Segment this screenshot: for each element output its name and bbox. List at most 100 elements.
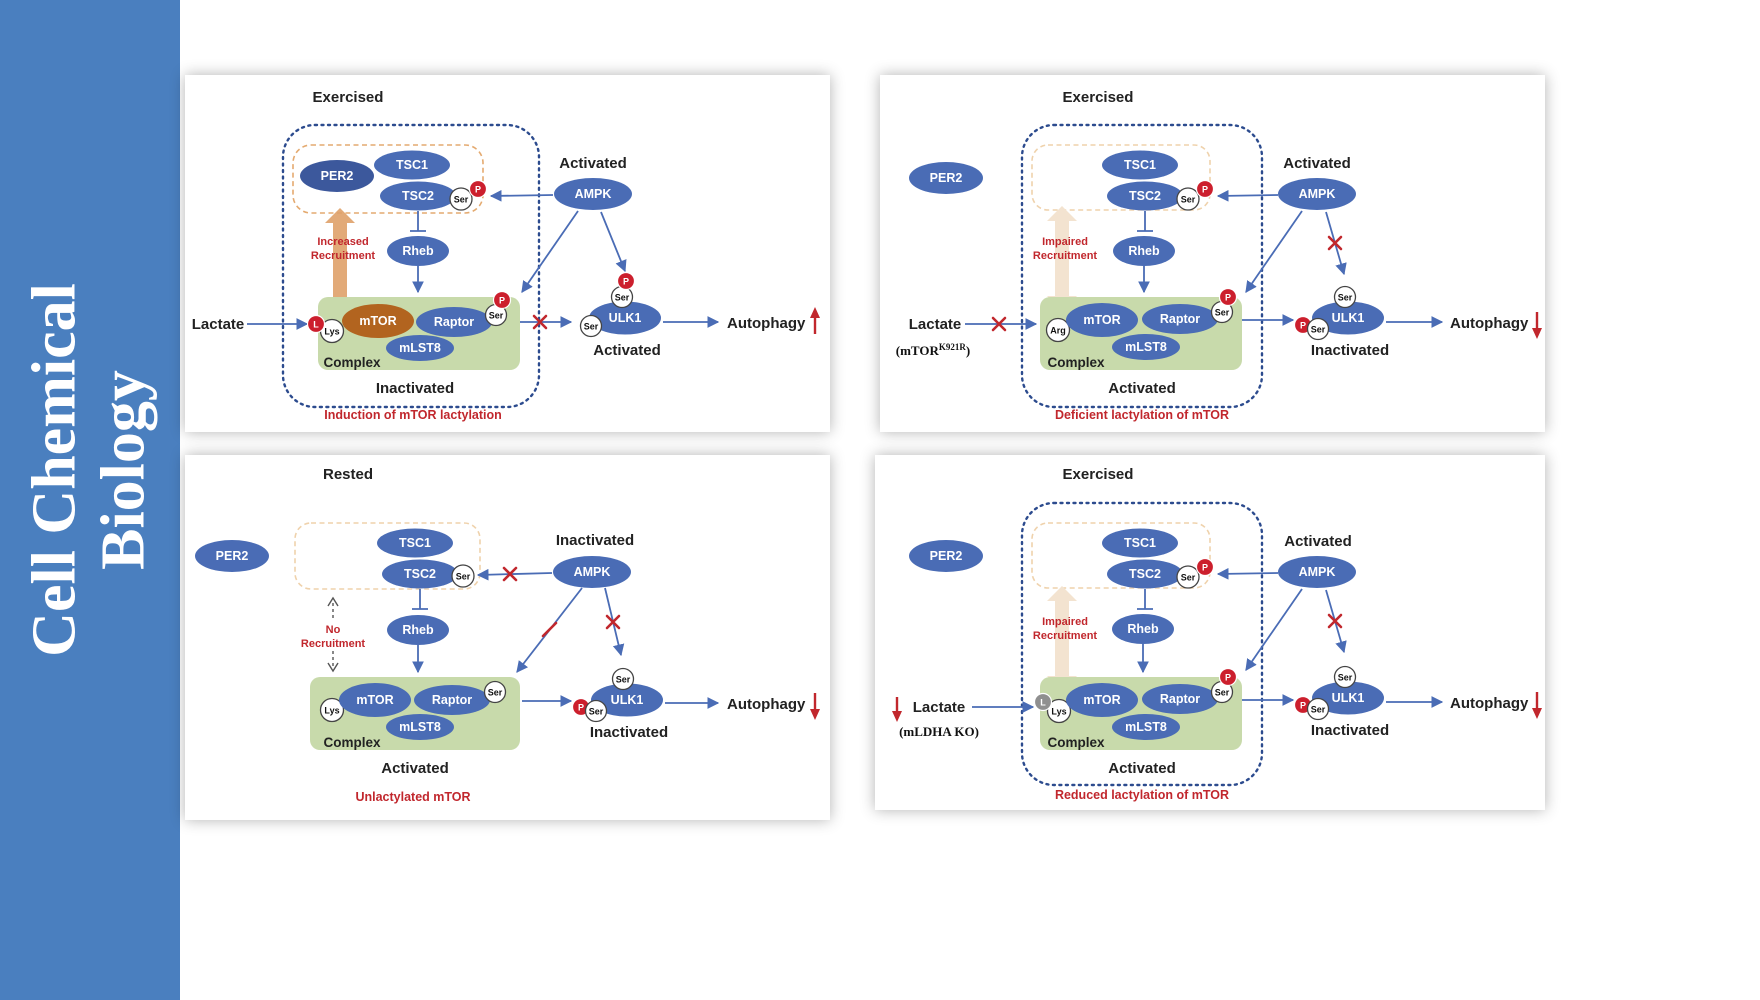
recruitment-text-1: Impaired (1042, 616, 1088, 628)
rheb-node: Rheb (1112, 614, 1174, 644)
ulk1-ser-left-label: Ser (584, 322, 599, 332)
tsc2-label: TSC2 (1129, 189, 1161, 203)
lys-label: Lys (1051, 707, 1066, 717)
mtorc1-complex: Lys L mTOR Raptor Ser P mLST8 Complex (1033, 667, 1242, 750)
complex-label: Complex (1047, 355, 1105, 370)
panel-caption: Deficient lactylation of mTOR (1055, 408, 1229, 422)
tsc1-label: TSC1 (399, 536, 431, 550)
ulk1-phospho-label: P (1300, 701, 1306, 711)
arg-label: Arg (1050, 326, 1066, 336)
lys-label: Lys (324, 706, 339, 716)
panel-induction-of-mtor-lactylation: Exercised PER2 TSC1 TSC2 Ser P Activated… (185, 75, 830, 432)
condition-label: Exercised (1063, 89, 1134, 106)
ulk1-state: Inactivated (1311, 722, 1389, 739)
condition-label: Rested (323, 466, 373, 483)
ulk1-label: ULK1 (609, 311, 642, 325)
ulk1-phospho-label: P (578, 703, 584, 713)
tbar-tsc2-to-rheb (1137, 589, 1153, 610)
ulk1-ser-left-label: Ser (1311, 705, 1326, 715)
blocked-x-icon-ampk-ulk1 (1327, 613, 1343, 629)
mtor-label: mTOR (359, 314, 396, 328)
tsc2-node: TSC2 Ser P (1107, 557, 1215, 589)
mlst8-label: mLST8 (1125, 720, 1167, 734)
blocked-slash-icon-ampk-complex (541, 621, 558, 638)
mtor-label: mTOR (1083, 313, 1120, 327)
raptor-ser-label: Ser (1215, 308, 1230, 318)
recruitment-text-2: Recruitment (311, 250, 376, 262)
raptor-phospho-label: P (499, 296, 505, 306)
ulk1-ser-top-label: Ser (1338, 673, 1353, 683)
lactyl-badge: L (313, 320, 319, 330)
recruitment-text-1: No (326, 624, 341, 636)
arrow-ampk-to-tsc2 (1216, 567, 1279, 580)
autophagy-label: Autophagy (1450, 315, 1529, 332)
panel-caption: Reduced lactylation of mTOR (1055, 788, 1229, 802)
recruitment-text-2: Recruitment (301, 638, 366, 650)
ampk-state: Activated (1283, 155, 1351, 172)
per2-label: PER2 (216, 549, 249, 563)
panel-reduced-lactylation: Exercised PER2 TSC1 TSC2 Ser P Activated… (875, 455, 1545, 810)
complex-state: Activated (1108, 380, 1176, 397)
recruitment-dashed-box (292, 144, 484, 214)
tsc2-ser-label: Ser (456, 572, 471, 582)
tsc2-phospho-label: P (1202, 185, 1208, 195)
recruitment-dashed-box (1031, 144, 1211, 211)
autophagy-label: Autophagy (727, 696, 806, 713)
lys-label: Lys (324, 327, 339, 337)
ulk1-phospho-label: P (623, 277, 629, 287)
raptor-label: Raptor (1160, 312, 1200, 326)
ulk1-node: ULK1 Ser P Ser (571, 667, 663, 723)
tsc1-label: TSC1 (1124, 158, 1156, 172)
ulk1-ser-top-label: Ser (616, 675, 631, 685)
recruitment-dashed-box (294, 522, 481, 590)
ulk1-ser-top-label: Ser (1338, 293, 1353, 303)
complex-label: Complex (1047, 735, 1105, 750)
mtorc1-complex: Lys mTOR Raptor Ser mLST8 Complex (310, 677, 520, 750)
tbar-tsc2-to-rheb (412, 589, 428, 610)
ulk1-label: ULK1 (1332, 691, 1365, 705)
rheb-label: Rheb (1128, 244, 1160, 258)
mutant-label: (mLDHA KO) (899, 724, 979, 739)
per2-label: PER2 (930, 171, 963, 185)
ulk1-node: ULK1 Ser P Ser (1293, 285, 1384, 341)
ulk1-ser-left-label: Ser (589, 707, 604, 717)
autophagy-up-arrow-icon (810, 307, 820, 334)
blocked-x-icon-ampk-ulk1 (1327, 235, 1343, 251)
raptor-phospho-label: P (1225, 673, 1231, 683)
ampk-node: AMPK (554, 178, 632, 210)
tsc2-ser-label: Ser (1181, 573, 1196, 583)
recruitment-text-2: Recruitment (1033, 250, 1098, 262)
ampk-node: AMPK (1278, 556, 1356, 588)
per2-node: PER2 (909, 162, 983, 194)
blocked-x-icon-ampk-tsc2 (502, 566, 518, 582)
condition-label: Exercised (1063, 466, 1134, 483)
recruitment-arrow (1047, 206, 1077, 311)
recruitment-text-1: Impaired (1042, 236, 1088, 248)
complex-state: Activated (1108, 760, 1176, 777)
tsc2-phospho-label: P (1202, 563, 1208, 573)
rheb-label: Rheb (1127, 622, 1159, 636)
tsc2-phospho-label: P (475, 185, 481, 195)
ampk-label: AMPK (1299, 565, 1336, 579)
recruitment-arrow (1047, 586, 1077, 691)
per2-label: PER2 (930, 549, 963, 563)
lactate-label: Lactate (913, 699, 966, 716)
ulk1-state: Inactivated (590, 724, 668, 741)
ampk-label: AMPK (1299, 187, 1336, 201)
lactate-label: Lactate (909, 316, 962, 333)
mlst8-label: mLST8 (399, 720, 441, 734)
tsc1-node: TSC1 (374, 150, 450, 180)
ampk-label: AMPK (574, 565, 611, 579)
raptor-ser-label: Ser (1215, 688, 1230, 698)
tsc2-label: TSC2 (402, 189, 434, 203)
per2-node: PER2 (195, 540, 269, 572)
raptor-label: Raptor (432, 693, 472, 707)
recruitment-dashed-box (1031, 522, 1211, 589)
ulk1-label: ULK1 (611, 693, 644, 707)
ulk1-node: ULK1 Ser Ser P (579, 271, 661, 338)
arrow-ampk-to-complex (1245, 210, 1303, 293)
arrow-ampk-to-complex (521, 210, 579, 293)
ampk-label: AMPK (575, 187, 612, 201)
per2-node: PER2 (300, 160, 374, 192)
tsc2-ser-label: Ser (454, 195, 469, 205)
